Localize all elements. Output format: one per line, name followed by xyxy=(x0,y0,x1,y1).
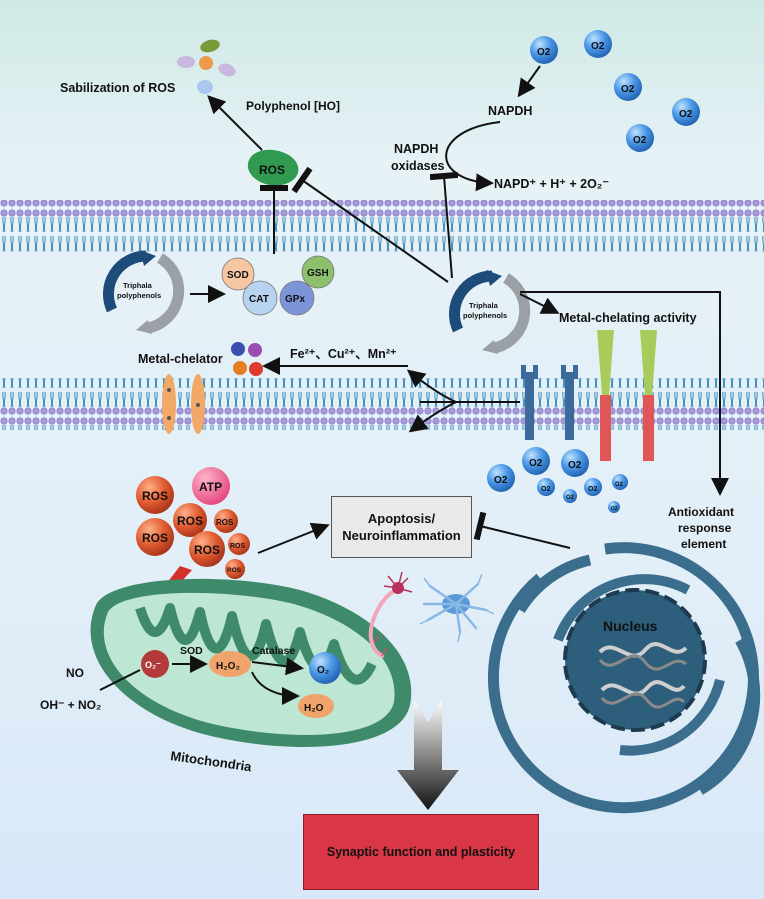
apoptosis-label-1: Apoptosis/ xyxy=(367,511,436,526)
svg-text:O2: O2 xyxy=(633,135,647,146)
arrow-ros-to-stable xyxy=(207,95,263,151)
chelator-channels xyxy=(162,374,205,434)
inhibit-oxidase-line xyxy=(429,171,459,279)
catalase-label: Catalase xyxy=(252,645,295,657)
cell-membrane-middle xyxy=(0,378,764,430)
synaptic-box: Synaptic function and plasticity xyxy=(303,814,539,890)
h2o2-label: H₂O₂ xyxy=(216,661,240,672)
arrow-ros-to-apoptosis xyxy=(257,522,330,554)
o2-mito-label: O₂ xyxy=(317,665,329,676)
branch-arrows xyxy=(406,369,520,433)
svg-text:O2: O2 xyxy=(541,486,550,493)
stabilization-label: Sabilization of ROS xyxy=(60,81,175,95)
svg-text:ROS: ROS xyxy=(230,543,246,550)
svg-text:O2: O2 xyxy=(529,458,543,469)
svg-text:ROS: ROS xyxy=(142,489,168,503)
svg-text:ROS: ROS xyxy=(194,543,220,557)
metal-ions-label: Fe²⁺、Cu²⁺、Mn²⁺ xyxy=(290,347,397,361)
svg-text:O2: O2 xyxy=(588,486,597,493)
svg-text:ROS: ROS xyxy=(177,514,203,528)
svg-text:polyphenols: polyphenols xyxy=(463,311,507,320)
antioxidant-enzymes: SOD CAT GPx GSH xyxy=(221,255,335,316)
oh-no2-label: OH⁻ + NO₂ xyxy=(40,698,101,712)
napd-products-label: NAPD⁺ + H⁺ + 2O₂⁻ xyxy=(494,177,609,191)
o2-bubbles-lower: O2 O2 O2 O2 O2 O2 O2 O2 xyxy=(487,447,628,513)
svg-text:polyphenols: polyphenols xyxy=(117,291,161,300)
nucleus-label: Nucleus xyxy=(603,618,658,634)
svg-text:O2: O2 xyxy=(611,506,618,512)
svg-text:O2: O2 xyxy=(591,41,605,52)
napdh-label: NAPDH xyxy=(488,104,532,118)
metal-chelator-label: Metal-chelator xyxy=(138,352,223,366)
svg-text:ATP: ATP xyxy=(199,480,222,494)
o2-bubbles-top: O2 O2 O2 O2 O2 xyxy=(530,30,700,152)
triphala-cycle-left: Triphala polyphenols xyxy=(102,250,185,334)
svg-text:O2: O2 xyxy=(566,495,575,501)
svg-text:GSH: GSH xyxy=(307,268,329,279)
sod-mito-label: SOD xyxy=(180,645,203,657)
arrow-to-are xyxy=(520,291,729,496)
o2-mito-molecule xyxy=(309,652,341,684)
svg-text:Triphala: Triphala xyxy=(123,281,153,290)
ros-green-molecule: ROS xyxy=(247,149,299,186)
svg-text:O2: O2 xyxy=(568,460,582,471)
apoptosis-box: Apoptosis/ Neuroinflammation xyxy=(331,496,472,558)
svg-text:O2: O2 xyxy=(679,109,693,120)
arrow-o2-to-napdh xyxy=(517,65,541,98)
arrow-to-h2o xyxy=(251,671,300,705)
svg-text:O2: O2 xyxy=(494,475,508,486)
line-no-to-o2 xyxy=(99,669,141,691)
svg-text:SOD: SOD xyxy=(227,270,249,281)
superoxide-molecule xyxy=(141,650,169,678)
inhibit-apoptosis-line xyxy=(473,511,571,549)
neuron-icon xyxy=(368,571,413,658)
metal-ions-cluster xyxy=(231,342,263,376)
svg-text:CAT: CAT xyxy=(249,294,269,305)
are-label-1: Antioxidant xyxy=(668,505,734,519)
napdh-oxidases-label: NAPDH xyxy=(394,142,438,156)
arrow-to-chelating xyxy=(519,293,560,314)
h2o-label: H₂O xyxy=(304,703,324,714)
arrow-catalase xyxy=(251,657,304,676)
h2o-molecule xyxy=(298,694,334,718)
nucleus: Nucleus xyxy=(487,542,761,814)
napdh-oxidases-label-2: oxidases xyxy=(391,159,445,173)
are-label-3: element xyxy=(681,537,726,551)
no-label: NO xyxy=(66,666,84,680)
synaptic-label: Synaptic function and plasticity xyxy=(326,845,516,859)
ros-orange-cluster: ROS ATP ROS ROS ROS ROS ROS ROS xyxy=(136,467,250,579)
arrow-napdh-cycle xyxy=(445,121,501,192)
membrane-receptors xyxy=(521,330,657,461)
metal-chelating-label: Metal-chelating activity xyxy=(559,311,697,325)
big-down-arrow xyxy=(397,700,459,810)
svg-text:Triphala: Triphala xyxy=(469,301,499,310)
svg-text:ROS: ROS xyxy=(142,531,168,545)
astrocyte-icon xyxy=(419,573,495,643)
svg-text:O2: O2 xyxy=(615,482,624,488)
svg-text:GPx: GPx xyxy=(285,294,305,305)
triphala-cycle-right: Triphala polyphenols xyxy=(448,270,531,354)
superoxide-label: O₂⁻ xyxy=(145,660,161,670)
stabilized-ros-cluster xyxy=(177,39,236,94)
cell-membrane-top xyxy=(0,200,764,252)
inhibit-ros-line xyxy=(291,166,449,283)
svg-text:ROS: ROS xyxy=(216,518,234,527)
svg-text:O2: O2 xyxy=(621,84,635,95)
ros-label: ROS xyxy=(259,163,285,177)
are-label-2: response xyxy=(678,521,732,535)
polyphenol-label: Polyphenol [HO] xyxy=(246,99,340,113)
svg-text:O2: O2 xyxy=(537,47,551,58)
mitochondria-label: Mitochondria xyxy=(170,748,254,774)
apoptosis-label-2: Neuroinflammation xyxy=(342,528,461,543)
svg-text:ROS: ROS xyxy=(227,567,242,574)
h2o2-molecule xyxy=(209,651,251,677)
